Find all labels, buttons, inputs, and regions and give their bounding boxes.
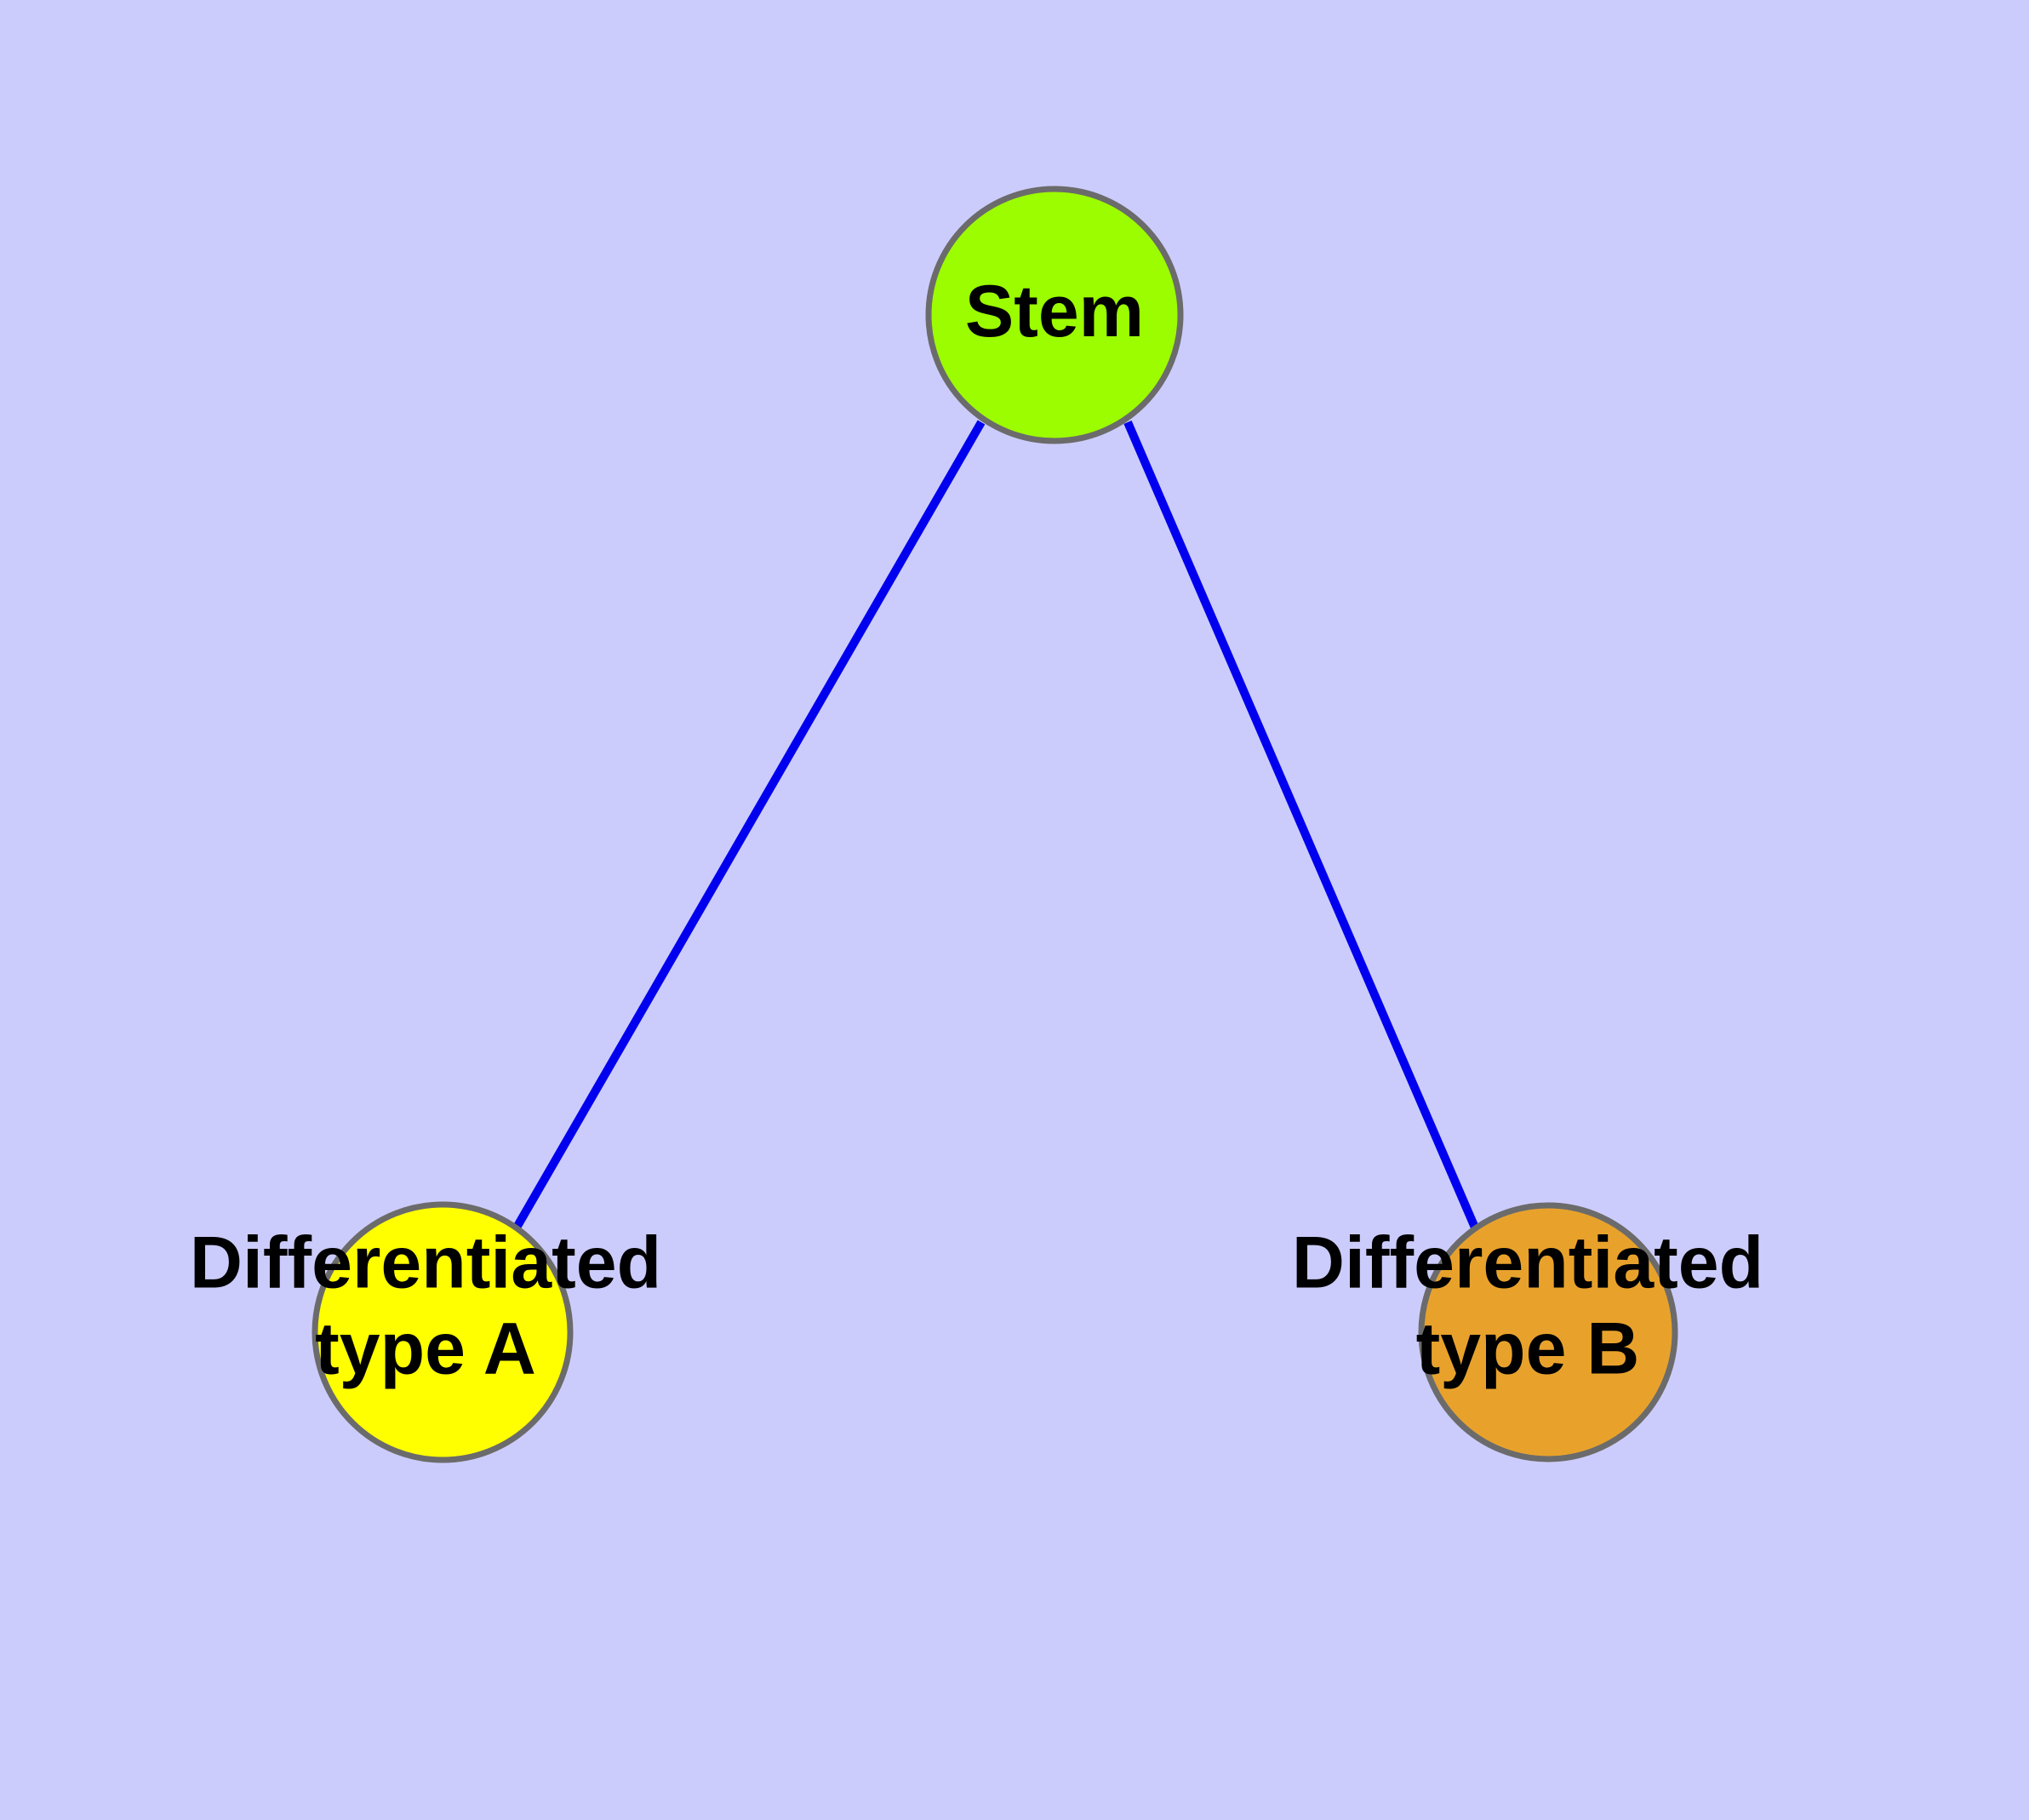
edge-stem-to-diff-a[interactable]: [512, 420, 986, 1230]
node-stem-circle[interactable]: [925, 186, 1184, 444]
node-diff-b-circle[interactable]: [1418, 1202, 1678, 1462]
edge-stem-to-diff-b[interactable]: [1123, 421, 1479, 1229]
node-label-diff-a-line-1: type A: [315, 1308, 536, 1389]
node-layer: [311, 186, 1678, 1463]
node-diff-b[interactable]: [1418, 1202, 1678, 1462]
edge-layer: [512, 420, 1479, 1230]
node-label-diff-b-line-1: type B: [1416, 1308, 1640, 1389]
node-label-diff-b-line-0: Differentiated: [1292, 1222, 1763, 1303]
node-diff-a-circle[interactable]: [311, 1201, 574, 1463]
node-label-diff-a-line-0: Differentiated: [190, 1222, 661, 1303]
node-label-stem: Stem: [965, 271, 1144, 352]
node-stem[interactable]: [925, 186, 1184, 444]
node-diff-a[interactable]: [311, 1201, 574, 1463]
node-label-stem-line-0: Stem: [965, 271, 1144, 352]
